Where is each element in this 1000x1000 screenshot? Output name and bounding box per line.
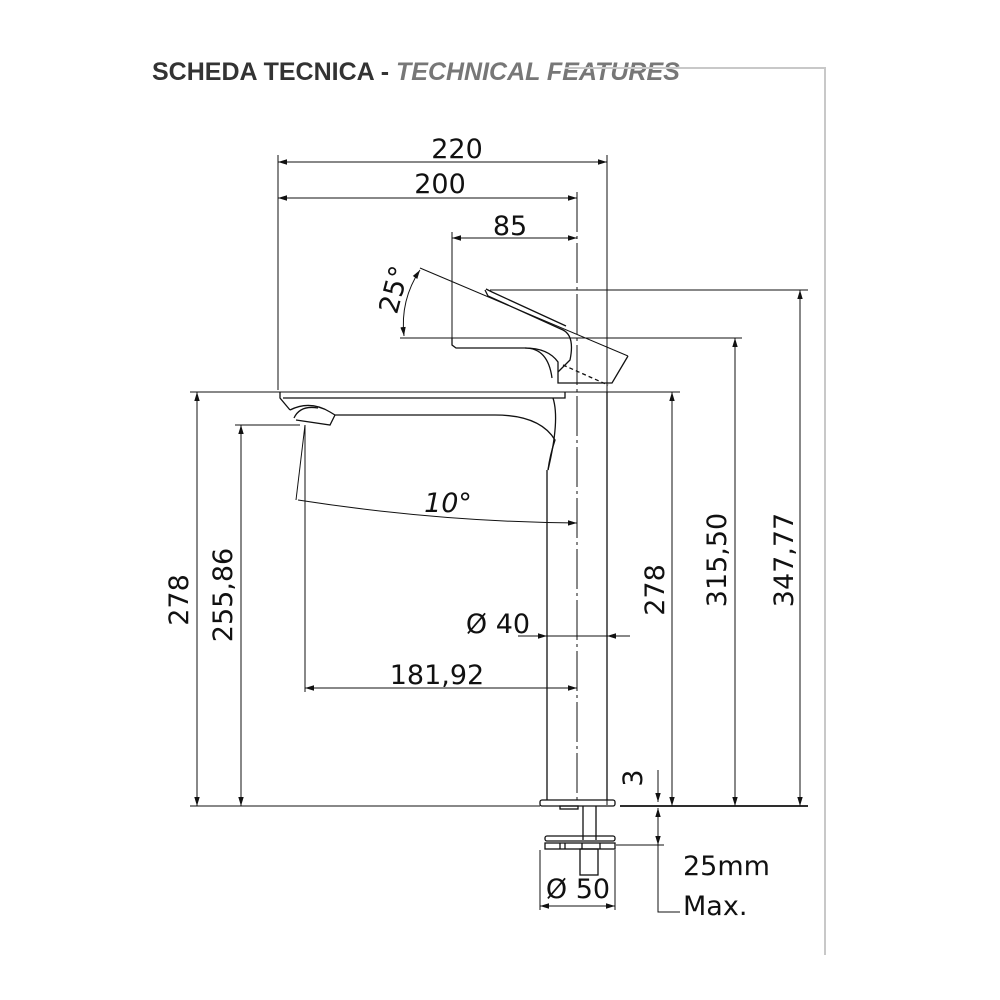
dimension-lines — [194, 159, 803, 913]
dim-height-left: 278 — [164, 574, 195, 626]
dim-height-right: 278 — [640, 564, 671, 616]
dim-lever-rest-height: 315,50 — [702, 513, 733, 607]
frame-border — [565, 67, 826, 955]
header-title: SCHEDA TECNICA - TECHNICAL FEATURES — [152, 58, 680, 86]
dim-overall-width: 220 — [431, 134, 483, 165]
dim-base-diameter: Ø 50 — [546, 874, 610, 905]
dim-body-diameter: Ø 40 — [466, 609, 530, 640]
dim-spout-angle: 10° — [424, 488, 472, 519]
dim-spout-outlet-height: 255,86 — [208, 548, 239, 642]
dimension-labels: 220 200 85 25° 10° 181,92 Ø 40 278 255,8… — [164, 134, 800, 922]
dim-lever-length: 85 — [493, 211, 527, 242]
dim-max-label: Max. — [683, 891, 747, 922]
dim-spout-to-axis: 200 — [414, 169, 466, 200]
dim-overall-height: 347,77 — [769, 513, 800, 607]
dim-spout-reach: 181,92 — [390, 660, 484, 691]
faucet-outline — [279, 288, 629, 876]
dim-base-thickness: 3 — [618, 769, 649, 786]
dim-lever-angle: 25° — [374, 263, 416, 317]
extension-lines — [190, 155, 808, 910]
dim-max-counter-thickness: 25mm — [683, 851, 770, 882]
